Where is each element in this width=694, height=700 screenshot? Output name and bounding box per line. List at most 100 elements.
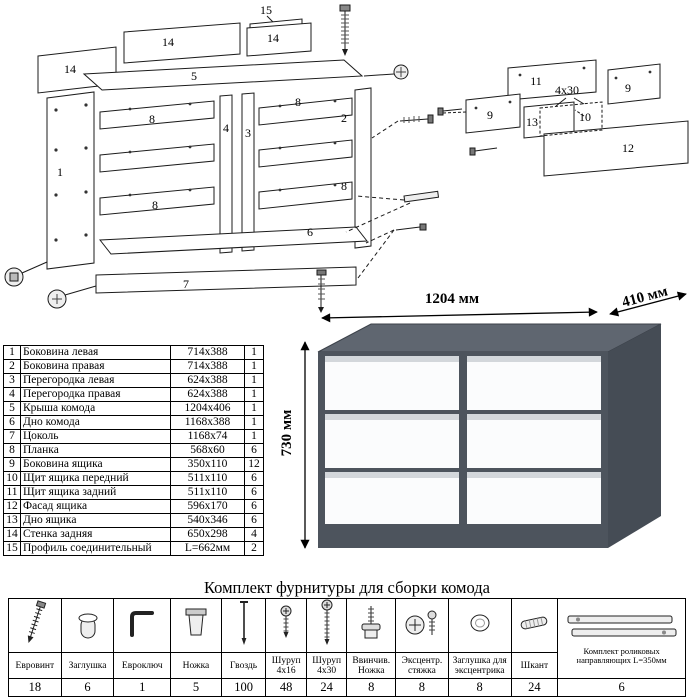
drawer-front-shade [467, 414, 601, 420]
part-top-panel [82, 59, 364, 91]
part-qty: 6 [244, 471, 264, 486]
hardware-kit-title: Комплект фурнитуры для сборки комода [203, 578, 490, 597]
drawer-assembly-diagram [437, 59, 689, 177]
part-shelf-plank [258, 181, 353, 210]
drawer-front [467, 356, 601, 410]
diagram-part-label: 12 [622, 141, 634, 155]
part-number: 5 [3, 401, 21, 416]
part-plinth [95, 266, 357, 294]
part-drawer-side [465, 93, 521, 134]
hardware-qty: 24 [510, 678, 559, 697]
screw-large-icon [305, 598, 348, 653]
part-number: 4 [3, 387, 21, 402]
hardware-qty: 5 [170, 678, 222, 697]
part-number: 11 [3, 485, 21, 500]
diagram-part-label: 8 [149, 112, 155, 126]
hardware-icons-row: Комплект роликовых направляющих L=350мм [8, 598, 686, 679]
part-drawer-back [507, 59, 597, 101]
part-number: 6 [3, 415, 21, 430]
hardware-qty: 18 [8, 678, 62, 697]
diagram-part-label: 7 [183, 277, 189, 291]
part-name: Боковина левая [20, 345, 171, 360]
screw-icon [339, 4, 351, 56]
hex-key-icon [113, 598, 172, 653]
hardware-qty: 100 [220, 678, 267, 697]
part-number: 13 [3, 513, 21, 528]
part-name: Профиль соединительный [20, 541, 171, 556]
cam-cap-icon [447, 598, 512, 653]
part-name: Дно ящика [20, 513, 171, 528]
hardware-qty: 8 [346, 678, 397, 697]
part-qty: 1 [244, 359, 264, 374]
cam-fitting-icon [363, 64, 409, 80]
hardware-name: Комплект роликовых направляющих L=350мм [576, 645, 667, 665]
part-qty: 6 [244, 485, 264, 500]
fixing-holes [54, 99, 337, 242]
part-qty: 1 [244, 387, 264, 402]
fixing-holes [474, 66, 652, 110]
hardware-name: Ножка [170, 652, 222, 679]
drawer-front [467, 414, 601, 468]
drawer-front-shade [325, 414, 459, 420]
diagram-part-label: 13 [526, 115, 538, 129]
screw-icon [371, 114, 434, 139]
part-number: 7 [3, 429, 21, 444]
part-bottom-panel [99, 226, 368, 255]
drawer-front-shade [467, 472, 601, 478]
hardware-name: Ввинчив. Ножка [346, 652, 397, 679]
dresser-side-surface [608, 324, 661, 548]
part-divider [219, 94, 233, 254]
part-size: 350x110 [170, 457, 245, 472]
part-size: 568x60 [170, 443, 245, 458]
part-divider [241, 92, 255, 252]
hardware-name: Шуруп 4x30 [305, 652, 348, 679]
hardware-qty: 8 [395, 678, 449, 697]
part-drawer-bottom [539, 101, 603, 137]
part-qty: 6 [244, 499, 264, 514]
dresser-drawer-fronts [325, 356, 601, 524]
nail-icon [220, 598, 267, 653]
screw-icon [469, 147, 498, 156]
width-dimension-label: 1204 мм [425, 291, 479, 307]
drawer-front-shade [467, 356, 601, 362]
dowel-icon [510, 598, 559, 653]
diagram-part-label: 10 [579, 110, 591, 124]
product-render [317, 323, 662, 548]
part-size: 540x346 [170, 513, 245, 528]
part-shelf-plank [99, 143, 215, 173]
roller-slides-icon: Комплект роликовых направляющих L=350мм [557, 598, 686, 679]
screw-in-leg-icon [346, 598, 397, 653]
diagram-part-label: 5 [191, 69, 197, 83]
part-shelf-plank [99, 186, 215, 216]
part-back-panel [246, 22, 312, 57]
part-size: 714x388 [170, 345, 245, 360]
diagram-part-label: 11 [530, 74, 542, 88]
part-left-side-panel [46, 91, 95, 270]
drawer-front [325, 414, 459, 468]
part-qty: 4 [244, 527, 264, 542]
part-name: Перегородка правая [20, 387, 171, 402]
part-qty: 12 [244, 457, 264, 472]
part-name: Стенка задняя [20, 527, 171, 542]
part-name: Дно комода [20, 415, 171, 430]
hardware-name: Евровинт [8, 652, 62, 679]
part-name: Крыша комода [20, 401, 171, 416]
part-number: 15 [3, 541, 21, 556]
part-size: 1204x406 [170, 401, 245, 416]
leg-icon [170, 598, 222, 653]
part-shelf-plank [258, 139, 353, 168]
part-qty: 1 [244, 429, 264, 444]
hardware-qty: 6 [60, 678, 115, 697]
part-number: 9 [3, 457, 21, 472]
